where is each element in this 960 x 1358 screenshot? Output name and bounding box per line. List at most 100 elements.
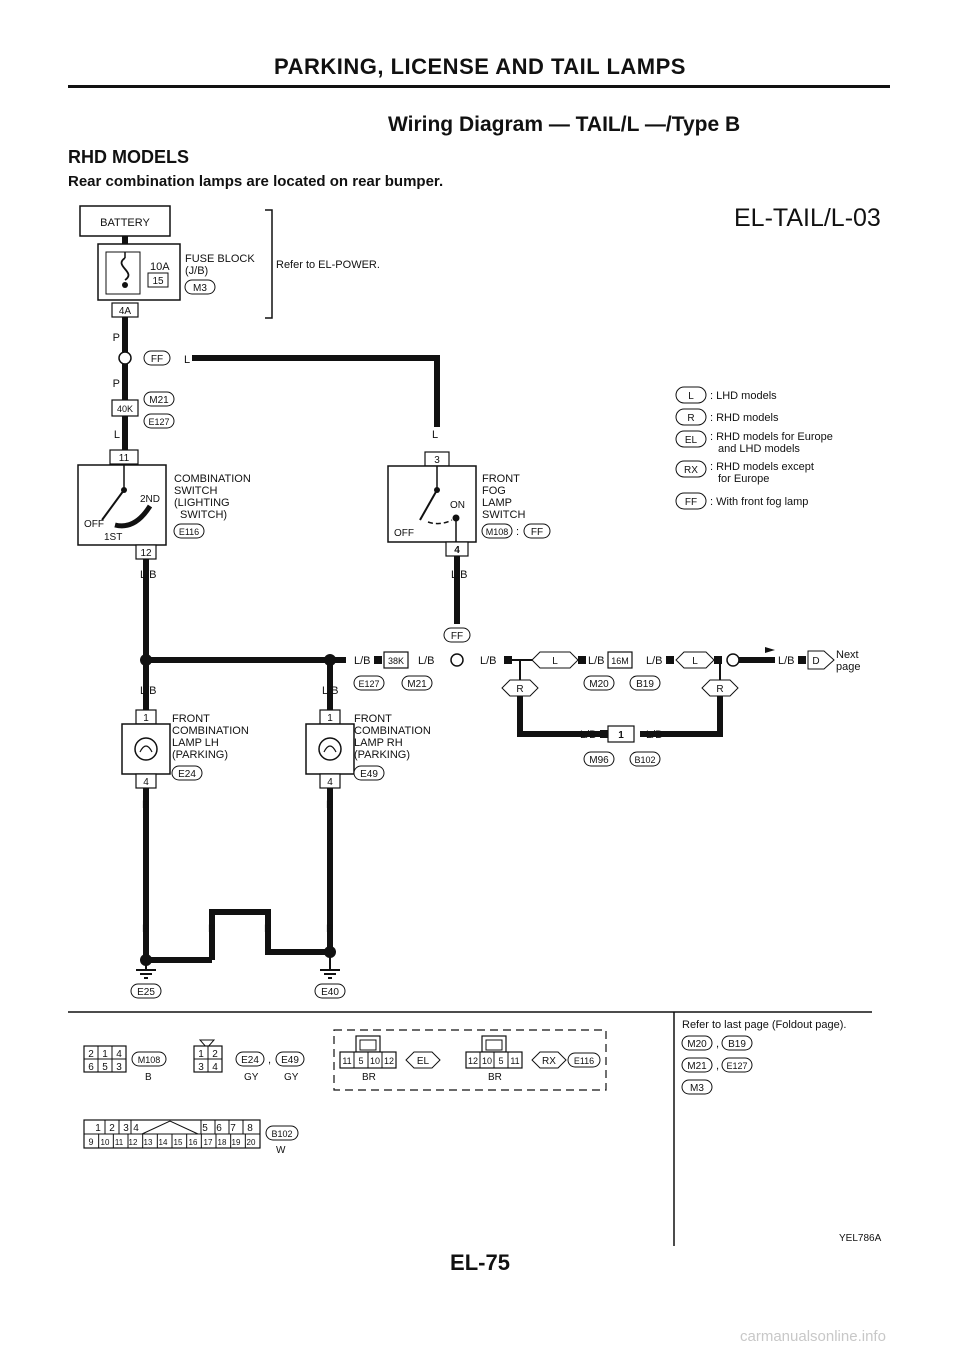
ff-label-1: FF [151,354,163,365]
connector-e24-e49: 1 2 3 4 E24 , E49 GY GY [193,1039,305,1083]
joint-38k-box [383,651,409,669]
section-title: RHD MODELS [68,147,189,167]
comb-label-3: (LIGHTING [174,497,230,509]
e127-label-2: E127 [358,679,379,689]
lh-pin-top: 1 [143,713,149,724]
legend-tag-rx [675,460,707,478]
foldout-tag-m21 [681,1057,713,1073]
wire-sq-1 [374,656,382,664]
fog-pin-bottom: 4 [454,545,460,556]
wire-label-lb-4: L/B [418,655,435,667]
e24-comma: , [268,1054,271,1066]
wire-label-lb-11: L/B [140,685,157,697]
connector-tag-e127-1 [143,413,175,429]
m108-pin-b2: 5 [102,1062,108,1073]
comb-pos-off: OFF [84,519,104,530]
fog-label-1: FRONT [482,473,520,485]
wire-label-lb-7: L/B [646,655,663,667]
wire-label-b-2: B [326,799,333,811]
fog-pin-top: 3 [434,455,440,466]
fuse-connector: M3 [193,283,207,294]
wire-label-lb-5: L/B [480,655,497,667]
e116-el-pin-4: 12 [384,1056,394,1066]
legend-text-3b: and LHD models [718,443,800,455]
e24-color: GY [244,1072,259,1083]
wire-sq-7 [600,730,608,738]
diagram-title: Wiring Diagram — TAIL/L —/Type B [388,113,741,136]
wire-label-b-6: B [326,923,333,935]
connector-tag-b102 [629,751,661,767]
e24-pin-b2: 4 [212,1062,218,1073]
e116-el-color: BR [362,1072,376,1083]
connector-tag-m21-1 [143,391,175,407]
legend-text-5: : With front fog lamp [710,496,808,508]
wire-l-to-fog [192,355,440,427]
legend-text-3: : RHD models for Europe [710,431,833,443]
rh-pin-bottom: 4 [327,777,333,788]
wire-label-lb-2: L/B [451,569,468,581]
connector-tag-b19 [629,675,661,691]
b102-tag [265,1125,299,1141]
e127-label-1: E127 [148,417,169,427]
foldout-tag-m3 [681,1079,713,1095]
comb-pos-1st: 1ST [104,532,122,543]
b102-label: B102 [634,755,655,765]
wire-label-b-5: B [264,923,271,935]
wire-b-jumper [209,909,330,960]
connector-tag-e24 [171,765,203,781]
foldout-m20: M20 [687,1039,707,1050]
b102-pin-grid [98,1120,246,1148]
b102-pin-18: 18 [218,1138,227,1147]
b102-pin-8: 8 [247,1123,253,1134]
wire-label-lb-10: L/B [646,729,663,741]
m21-label-2: M21 [407,679,427,690]
wire-label-b-1: B [142,799,149,811]
legend-tag-el [675,430,707,448]
section-note: Rear combination lamps are located on re… [68,173,444,190]
lamp-rh-bulb-icon [318,737,342,761]
e116-el-option: EL [417,1056,430,1067]
foldout-tag-b19 [721,1035,753,1051]
m108-pin-t3: 4 [116,1049,122,1060]
fuse-symbol-icon [120,257,130,281]
m108-pin-b3: 3 [116,1062,122,1073]
connector-tag-e49 [353,765,385,781]
e116-rx-color: BR [488,1072,502,1083]
wire-label-lb-3: L/B [354,655,371,667]
b102-pin-20: 20 [247,1138,256,1147]
joint-1-label: 1 [618,730,624,741]
ground-right: E40 [321,987,339,998]
joint-l-2: L [692,656,698,667]
legend-text-2: : RHD models [710,412,779,424]
wire-label-lb-1: L/B [140,569,157,581]
fog-contact-arc [427,519,453,525]
e49-tag [275,1051,305,1067]
e116-rx-pin-3: 5 [498,1056,503,1066]
comb-label-1: COMBINATION [174,473,251,485]
comb-pin-bottom: 12 [140,548,152,559]
joint-16m-label: 16M [611,656,629,666]
header-rule [68,85,890,88]
fog-colon: : [516,526,519,538]
foldout-m3: M3 [690,1083,704,1094]
b102-pin-1: 1 [95,1123,101,1134]
foldout-b19: B19 [728,1039,746,1050]
lamp-rh-filament [323,745,337,753]
next-page-1: Next [836,649,859,661]
e116-tag [567,1052,601,1068]
e24-key-icon [198,1039,216,1049]
refer-bracket [265,209,273,319]
wire-sq-6 [798,656,806,664]
b102-pin-9: 9 [88,1137,93,1147]
fuse-terminal: 4A [119,306,132,317]
b102-pin-6: 6 [216,1123,222,1134]
e24-tag [235,1051,265,1067]
m108-code: M108 [138,1055,161,1065]
diagram-code: EL-TAIL/L-03 [734,204,881,232]
fuse-block-label-2: (J/B) [185,265,208,277]
b102-pin-15: 15 [174,1138,183,1147]
lh-pin-bottom: 4 [143,777,149,788]
e24-code: E24 [241,1055,259,1066]
b102-color: W [276,1145,286,1156]
fog-pos-off: OFF [394,528,414,539]
